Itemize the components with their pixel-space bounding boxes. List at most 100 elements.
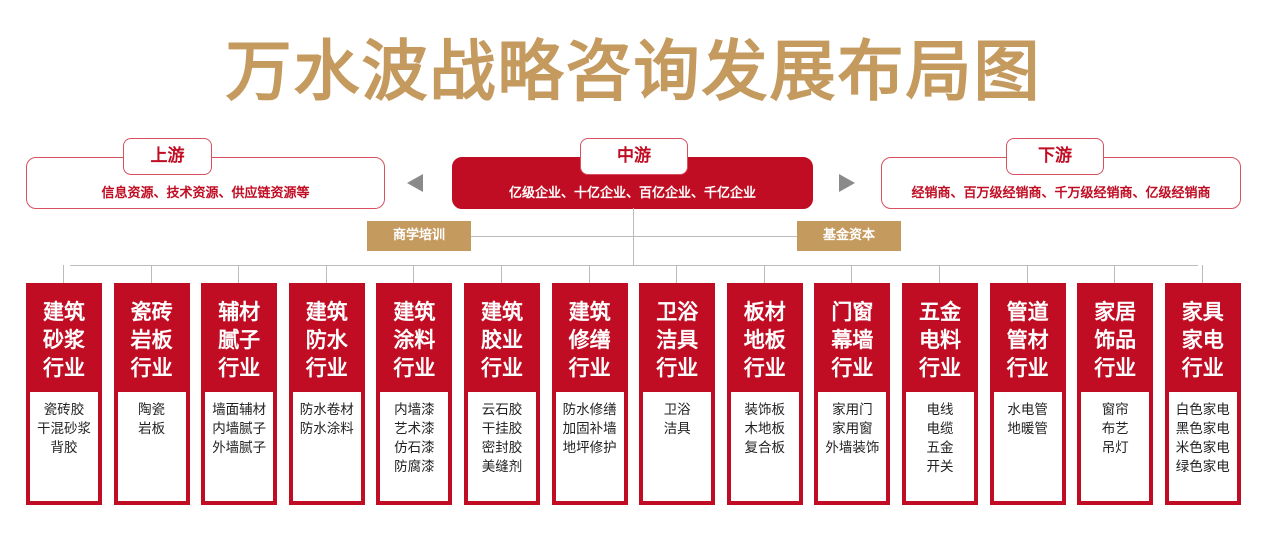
connector-support — [471, 236, 797, 237]
industry-card: 板材地板行业装饰板木地板复合板 — [726, 283, 803, 505]
industry-item: 复合板 — [744, 440, 786, 456]
industry-item: 仿石漆 — [394, 440, 435, 456]
industry-name: 辅材腻子行业 — [218, 300, 261, 380]
industry-item: 电缆 — [926, 421, 954, 437]
industry-items: 家用门家用窗外墙装饰 — [818, 392, 887, 501]
connector-drop — [763, 265, 765, 283]
industry-items: 卫浴洁具 — [643, 392, 712, 501]
connector-drop — [325, 265, 327, 283]
industry-item: 干混砂浆 — [37, 421, 91, 437]
industry-items: 内墙漆艺术漆仿石漆防腐漆 — [380, 392, 449, 501]
connector-drop — [1026, 265, 1028, 283]
industry-items: 陶瓷岩板 — [117, 392, 186, 501]
industry-card: 建筑涂料行业内墙漆艺术漆仿石漆防腐漆 — [376, 283, 453, 505]
industry-card: 家具家电行业白色家电黑色家电米色家电绿色家电 — [1164, 283, 1241, 505]
industry-item: 白色家电 — [1175, 402, 1230, 418]
industry-name: 板材地板行业 — [743, 300, 786, 380]
industry-items: 白色家电黑色家电米色家电绿色家电 — [1168, 392, 1237, 501]
industry-item: 防水涂料 — [299, 421, 354, 437]
industry-item: 内墙腻子 — [212, 421, 267, 437]
industry-item: 背胶 — [50, 440, 78, 456]
fund-capital-tag: 基金资本 — [797, 221, 901, 251]
industry-items: 防水卷材防水涂料 — [292, 392, 361, 501]
industry-item: 米色家电 — [1175, 440, 1230, 456]
industry-name: 家居饰品行业 — [1094, 300, 1137, 380]
connector-drop — [413, 265, 415, 283]
industry-item: 干挂胶 — [481, 421, 523, 437]
industry-card: 建筑防水行业防水卷材防水涂料 — [288, 283, 365, 505]
industry-items: 电线电缆五金开关 — [906, 392, 974, 501]
industry-card: 辅材腻子行业墙面辅材内墙腻子外墙腻子 — [201, 283, 278, 505]
industry-items: 防水修缮加固补墙地坪修护 — [555, 392, 624, 501]
industry-card: 门窗幕墙行业家用门家用窗外墙装饰 — [814, 283, 891, 505]
arrow-right-icon — [839, 174, 855, 192]
connector-drop — [1201, 265, 1203, 283]
connector-drop — [676, 265, 678, 283]
industry-item: 木地板 — [744, 421, 786, 437]
connector-drop — [1114, 265, 1116, 283]
industry-item: 吊灯 — [1101, 440, 1129, 456]
industry-card: 卫浴洁具行业卫浴洁具 — [639, 283, 716, 505]
industry-item: 外墙腻子 — [212, 440, 267, 456]
downstream-tab: 下游 — [1006, 138, 1104, 175]
industry-item: 卫浴 — [663, 402, 691, 418]
industry-card: 瓷砖岩板行业陶瓷岩板 — [113, 283, 190, 505]
industry-item: 电线 — [926, 402, 954, 418]
industry-item: 绿色家电 — [1175, 459, 1230, 475]
industry-items: 窗帘布艺吊灯 — [1081, 392, 1150, 501]
industry-card: 家居饰品行业窗帘布艺吊灯 — [1077, 283, 1154, 505]
industry-item: 窗帘 — [1101, 402, 1129, 418]
connector-drop — [939, 265, 940, 283]
industry-item: 防水卷材 — [299, 402, 354, 418]
industry-item: 家用窗 — [832, 421, 873, 437]
industry-name: 门窗幕墙行业 — [831, 300, 874, 380]
industry-item: 五金 — [926, 440, 954, 456]
industry-card: 建筑胶业行业云石胶干挂胶密封胶美缝剂 — [464, 283, 540, 505]
upstream-desc: 信息资源、技术资源、供应链资源等 — [101, 186, 310, 201]
industry-item: 开关 — [926, 459, 954, 475]
connector-drop — [150, 265, 152, 283]
industry-name: 建筑涂料行业 — [393, 300, 436, 380]
industry-item: 瓷砖胶 — [43, 402, 85, 418]
midstream-tab: 中游 — [580, 138, 688, 175]
industry-name: 建筑修缮行业 — [568, 300, 611, 380]
upstream-tab: 上游 — [123, 138, 212, 175]
connector-drop — [63, 265, 64, 283]
industry-item: 艺术漆 — [394, 421, 435, 437]
industry-item: 地暖管 — [1007, 421, 1048, 437]
industry-item: 墙面辅材 — [212, 402, 267, 418]
connector-drop — [588, 265, 590, 283]
industry-item: 外墙装饰 — [825, 440, 880, 456]
industry-card: 五金电料行业电线电缆五金开关 — [902, 283, 978, 505]
industry-item: 装饰板 — [744, 402, 786, 418]
arrow-left-icon — [407, 174, 423, 192]
connector-drop — [501, 265, 502, 283]
industry-item: 密封胶 — [481, 440, 523, 456]
industry-name: 建筑胶业行业 — [481, 300, 523, 380]
page-title: 万水波战略咨询发展布局图 — [225, 33, 1042, 110]
connector-drop — [851, 265, 853, 283]
industry-items: 墙面辅材内墙腻子外墙腻子 — [205, 392, 274, 501]
industry-name: 五金电料行业 — [919, 300, 961, 380]
industry-card: 建筑修缮行业防水修缮加固补墙地坪修护 — [551, 283, 628, 505]
industry-name: 建筑防水行业 — [305, 300, 348, 380]
industry-item: 加固补墙 — [562, 421, 617, 437]
industry-item: 美缝剂 — [481, 459, 523, 475]
industry-item: 洁具 — [663, 421, 691, 437]
industry-item: 家用门 — [832, 402, 873, 418]
industry-item: 防水修缮 — [562, 402, 617, 418]
industry-item: 水电管 — [1007, 402, 1048, 418]
industry-item: 布艺 — [1101, 421, 1129, 437]
industry-item: 地坪修护 — [562, 440, 617, 456]
business-training-tag: 商学培训 — [367, 221, 471, 251]
industry-item: 内墙漆 — [394, 402, 435, 418]
industry-items: 装饰板木地板复合板 — [730, 392, 799, 501]
industry-card: 建筑砂浆行业瓷砖胶干混砂浆背胶 — [26, 283, 102, 505]
industry-name: 卫浴洁具行业 — [656, 300, 699, 380]
industry-card: 管道管材行业水电管地暖管 — [989, 283, 1066, 505]
industry-item: 黑色家电 — [1175, 421, 1230, 437]
downstream-desc: 经销商、百万级经销商、千万级经销商、亿级经销商 — [911, 186, 1211, 201]
industry-item: 岩板 — [138, 421, 166, 437]
industry-name: 建筑砂浆行业 — [43, 300, 85, 380]
industry-name: 家具家电行业 — [1181, 300, 1224, 380]
